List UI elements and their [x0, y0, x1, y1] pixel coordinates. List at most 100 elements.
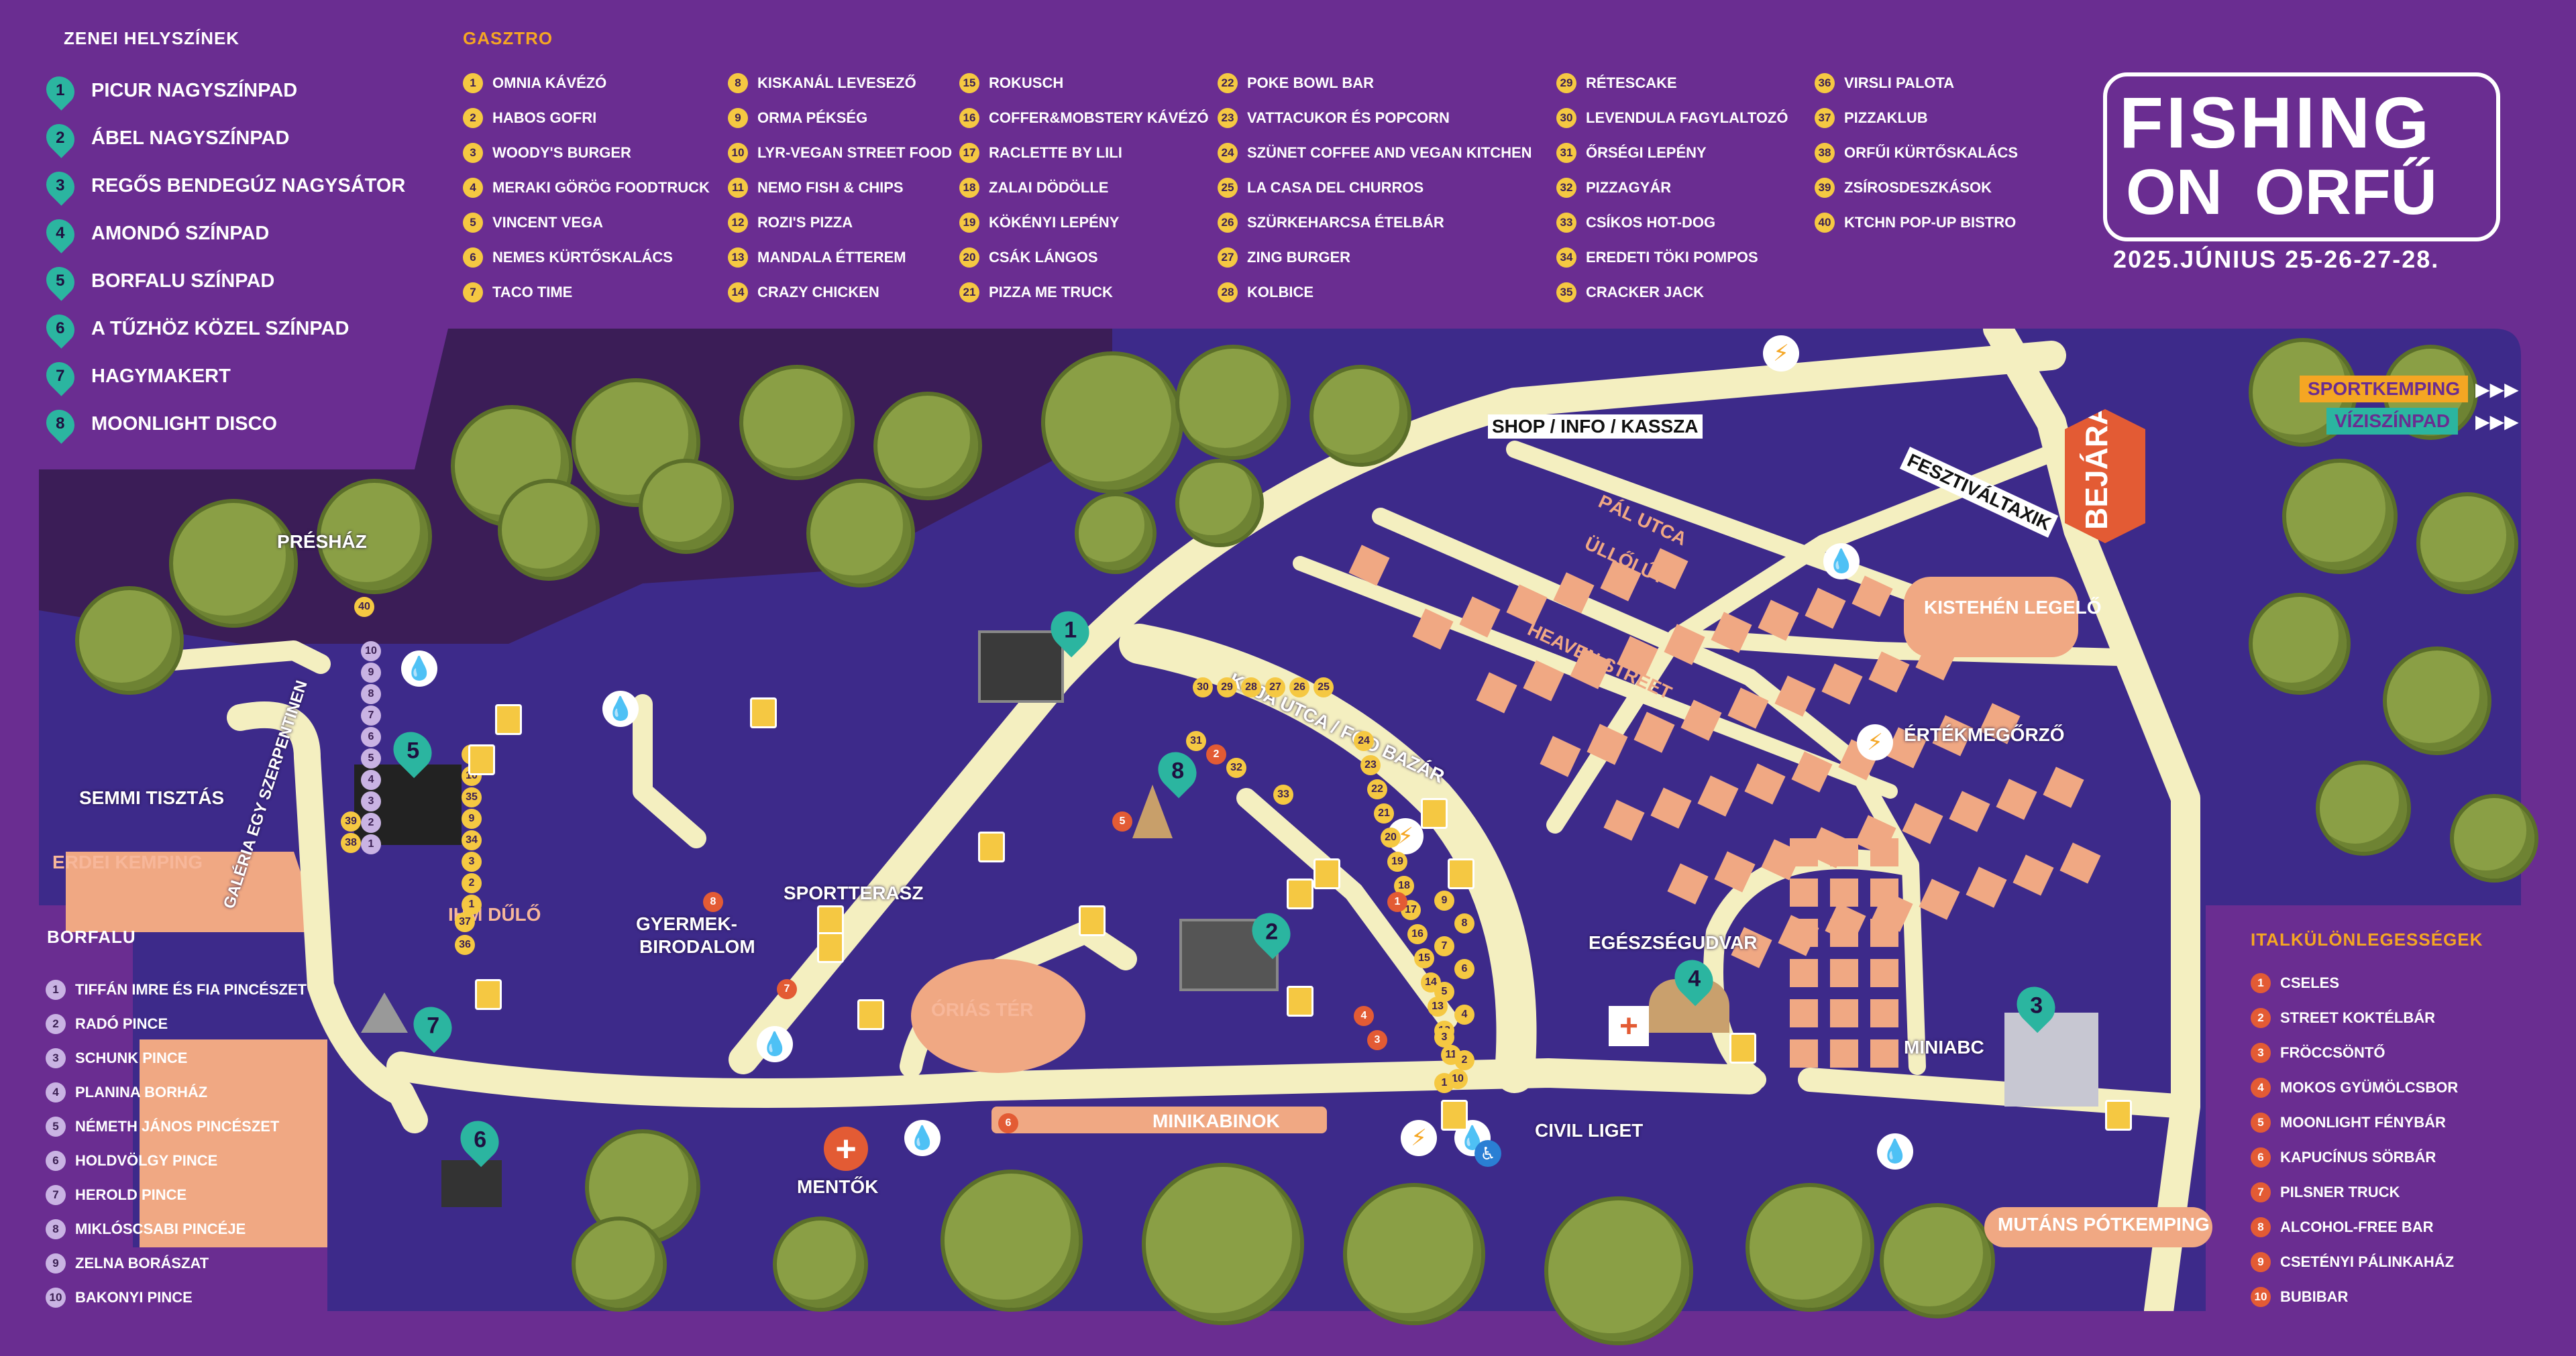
map-number-marker[interactable]: 1 — [1434, 1073, 1454, 1093]
map-number-marker[interactable]: 5 — [1112, 811, 1132, 832]
map-number-marker[interactable]: 18 — [1394, 876, 1414, 896]
map-number-marker[interactable]: 9 — [462, 809, 482, 829]
map-number-marker[interactable]: 4 — [1354, 1006, 1374, 1026]
map-number-marker[interactable]: 9 — [361, 663, 381, 683]
map-number-marker[interactable]: 1 — [361, 834, 381, 854]
civil-liget-label[interactable]: CIVIL LIGET — [1535, 1120, 1644, 1141]
map-number-marker[interactable]: 37 — [455, 912, 475, 932]
map-number-marker[interactable]: 10 — [361, 641, 381, 661]
map-number-marker[interactable]: 7 — [361, 705, 381, 726]
map-number-marker[interactable]: 21 — [1374, 803, 1394, 824]
map-number-marker[interactable]: 16 — [1407, 924, 1428, 944]
map-number-marker[interactable]: 3 — [1367, 1030, 1387, 1050]
map-number-marker[interactable]: 6 — [1454, 959, 1474, 979]
gyermek-label-2[interactable]: BIRODALOM — [639, 936, 755, 957]
map-number-marker[interactable]: 29 — [1217, 677, 1237, 697]
map-number-marker[interactable]: 2 — [462, 873, 482, 893]
map-number-marker[interactable]: 8 — [1454, 913, 1474, 934]
map-number-marker[interactable]: 5 — [1434, 982, 1454, 1002]
map-number-marker[interactable]: 3 — [361, 791, 381, 811]
map-number-marker[interactable]: 4 — [361, 770, 381, 790]
map-number-marker[interactable]: 3 — [1434, 1027, 1454, 1048]
shop-info-label[interactable]: SHOP / INFO / KASSZA — [1488, 414, 1703, 439]
semmi-tisztas-label[interactable]: SEMMI TISZTÁS — [79, 787, 225, 808]
map-number-marker[interactable]: 35 — [462, 787, 482, 807]
map-number-marker[interactable]: 2 — [1206, 744, 1226, 765]
map-number-marker[interactable]: 7 — [1434, 936, 1454, 956]
sportkemping-tag[interactable]: SPORTKEMPING — [2300, 376, 2469, 402]
map-number-marker[interactable]: 24 — [1354, 731, 1374, 751]
mentok-label[interactable]: MENTŐK — [797, 1176, 879, 1197]
map-number-marker[interactable]: 30 — [1193, 677, 1213, 697]
map-number-marker[interactable]: 28 — [1241, 677, 1261, 697]
map-number-marker[interactable]: 23 — [1360, 755, 1381, 775]
map-number-marker[interactable]: 9 — [1434, 891, 1454, 911]
map-number-marker[interactable]: 39 — [341, 811, 361, 832]
map-number-marker[interactable]: 19 — [1387, 852, 1407, 872]
map-number-marker[interactable]: 7 — [777, 979, 797, 999]
map-number-marker[interactable]: 22 — [1367, 779, 1387, 799]
map-number-marker[interactable]: 40 — [354, 597, 374, 617]
map-number-marker[interactable]: 32 — [1226, 758, 1246, 778]
map-number-marker[interactable]: 36 — [455, 935, 475, 955]
map-number-marker[interactable]: 25 — [1313, 677, 1334, 697]
ertekmegorzo-label[interactable]: ÉRTÉKMEGŐRZŐ — [1904, 724, 2065, 745]
sportterasz-label[interactable]: SPORTTERASZ — [784, 883, 924, 903]
map-number-marker[interactable]: 3 — [462, 852, 482, 872]
map-number-marker[interactable]: 15 — [1414, 948, 1434, 968]
map-number-marker[interactable]: 26 — [1289, 677, 1309, 697]
gyermek-label-1[interactable]: GYERMEK- — [636, 913, 737, 934]
entrance-sign[interactable]: BEJÁRAT — [2065, 409, 2145, 543]
map-number-marker[interactable]: 4 — [1454, 1005, 1474, 1025]
